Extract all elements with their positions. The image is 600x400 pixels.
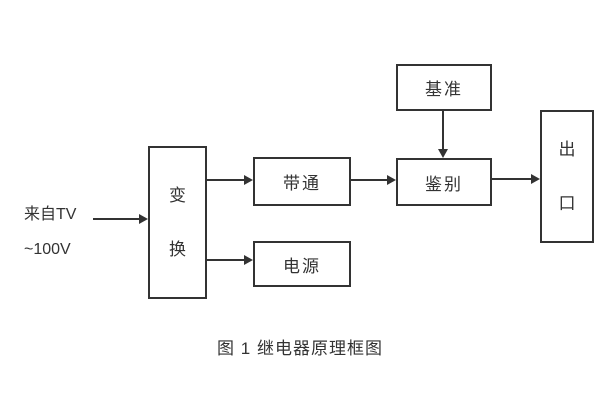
block-power-supply: 电源 (253, 241, 351, 287)
block-discriminator: 鉴别 (396, 158, 492, 206)
block-output: 出 口 (540, 110, 594, 243)
block-output-label-char1: 出 (558, 140, 576, 159)
connector-bandpass-to-discriminator (351, 179, 389, 181)
input-source-label: 来自TV ~100V (24, 207, 76, 258)
connector-transform-to-power (207, 259, 246, 261)
block-reference: 基准 (396, 64, 492, 111)
block-transform-label-char1: 变 (169, 186, 186, 205)
block-discriminator-label: 鉴别 (425, 174, 463, 194)
connector-transform-to-bandpass (207, 179, 246, 181)
input-source-line2: ~100V (24, 241, 71, 258)
block-transform-label-char2: 换 (169, 240, 186, 259)
arrowhead-discriminator-to-output-icon (531, 174, 540, 184)
arrowhead-input-to-transform-icon (139, 214, 148, 224)
block-bandpass-label: 带通 (283, 174, 321, 193)
block-power-supply-label: 电源 (283, 256, 321, 276)
connector-reference-to-discriminator (442, 111, 444, 151)
figure-caption: 图 1 继电器原理框图 (217, 339, 383, 358)
block-bandpass: 带通 (253, 157, 351, 206)
block-reference-label: 基准 (425, 80, 463, 99)
arrowhead-transform-to-bandpass-icon (244, 175, 253, 185)
block-transform: 变 换 (148, 146, 207, 299)
connector-input-to-transform (93, 218, 140, 220)
arrowhead-transform-to-power-icon (244, 255, 253, 265)
input-source-line1: 来自TV (24, 206, 77, 223)
block-output-label-char2: 口 (558, 194, 576, 213)
connector-discriminator-to-output (492, 178, 533, 180)
arrowhead-reference-to-discriminator-icon (438, 149, 448, 158)
arrowhead-bandpass-to-discriminator-icon (387, 175, 396, 185)
